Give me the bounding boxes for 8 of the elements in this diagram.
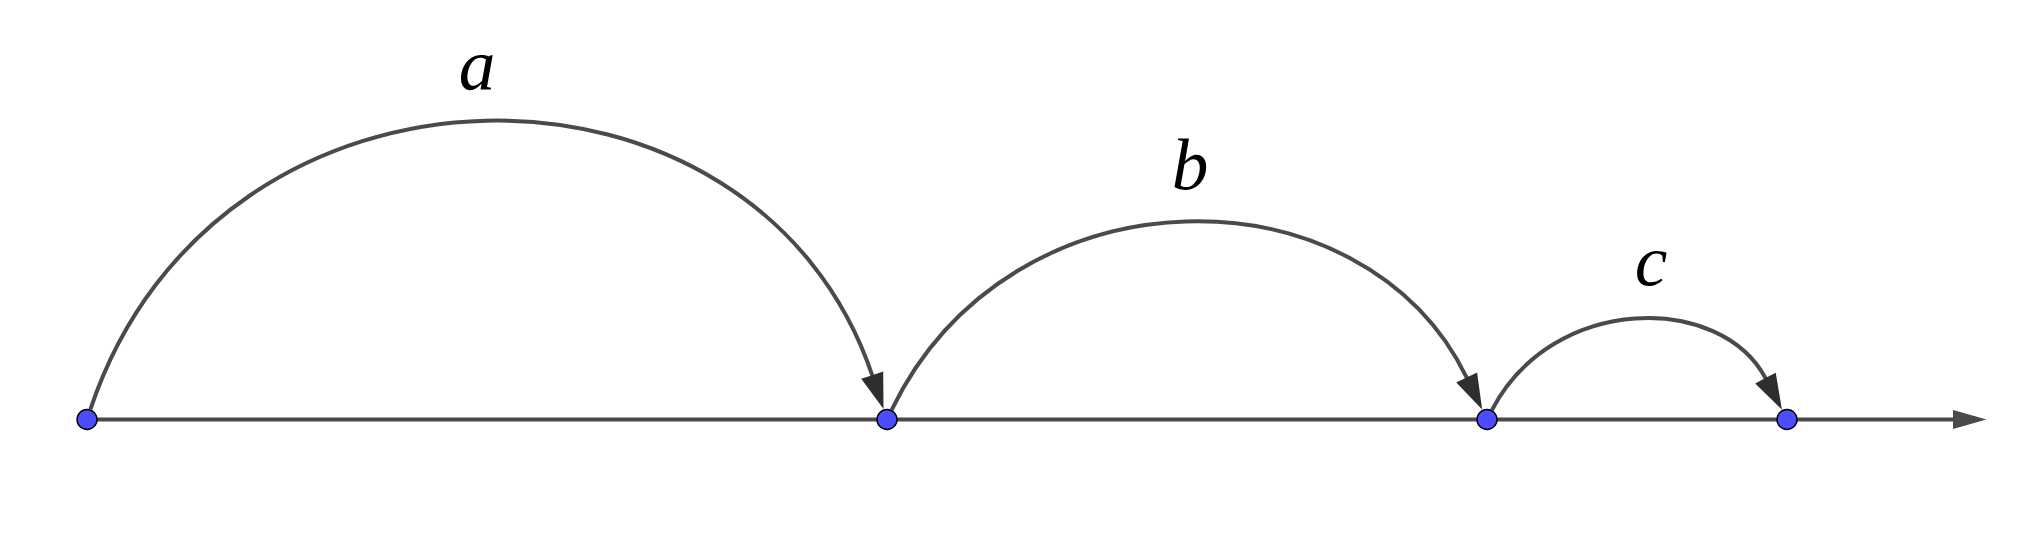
edge-label: a [461, 55, 493, 91]
edge-label: b [1174, 138, 1207, 190]
point-dot [1776, 408, 1798, 431]
arc-arrow [88, 118, 884, 411]
edge-label: c [1637, 250, 1667, 287]
point-dot [76, 408, 98, 431]
point-dot [876, 408, 898, 431]
point-dot [1476, 408, 1498, 431]
